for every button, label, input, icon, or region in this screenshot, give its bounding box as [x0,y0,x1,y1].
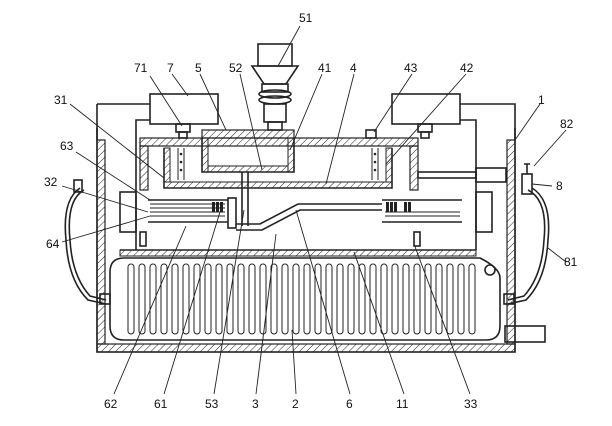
label-6: 6 [346,397,353,411]
fin [149,263,157,335]
label-4: 4 [350,61,357,75]
fin [336,263,344,335]
fin [127,263,135,335]
part-labels: 51 71 7 5 52 41 4 43 42 31 1 82 63 8 32 … [44,11,578,411]
fin [182,263,190,335]
label-61: 61 [154,397,168,411]
label-32: 32 [44,175,58,189]
label-82: 82 [560,117,574,131]
fin [424,263,432,335]
label-31: 31 [54,93,68,107]
right-motor-block [391,93,461,139]
label-43: 43 [404,61,418,75]
fin [402,263,410,335]
rail-assembly [119,191,493,247]
hopper [201,129,295,173]
right-hose [503,163,550,305]
fin [204,263,212,335]
housing [96,103,546,353]
fin [435,263,443,335]
fin [171,263,179,335]
label-42: 42 [460,61,474,75]
label-64: 64 [46,237,60,251]
fin [248,263,256,335]
fin [259,263,267,335]
label-52: 52 [229,61,243,75]
fin [138,263,146,335]
label-7: 7 [167,61,174,75]
upper-chamber [139,137,419,191]
fin [380,263,388,335]
fin [270,263,278,335]
fin [468,263,476,335]
fin [358,263,366,335]
fin [457,263,465,335]
fin [237,263,245,335]
fin [215,263,223,335]
fin [325,263,333,335]
fin [292,263,300,335]
label-63: 63 [60,139,74,153]
leader-lines [61,25,567,395]
label-81: 81 [564,255,578,269]
label-5: 5 [195,61,202,75]
label-53: 53 [205,397,219,411]
label-1: 1 [538,93,545,107]
fin [446,263,454,335]
fin [193,263,201,335]
label-51: 51 [299,11,313,25]
label-33: 33 [464,397,478,411]
fin [391,263,399,335]
fin [303,263,311,335]
label-41: 41 [318,61,332,75]
fin [314,263,322,335]
fin [281,263,289,335]
label-71: 71 [134,61,148,75]
label-2: 2 [292,397,299,411]
fin-tank [109,257,501,341]
fin [369,263,377,335]
part-43-block [365,129,377,139]
center-shaft [227,172,249,229]
label-62: 62 [104,397,118,411]
label-3: 3 [252,397,259,411]
top-feeder [250,43,300,131]
left-motor-block [149,93,219,139]
label-8: 8 [556,179,563,193]
right-rod [417,167,507,183]
fin [226,263,234,335]
label-11: 11 [396,397,409,411]
fin [160,263,168,335]
fin [347,263,355,335]
fin [413,263,421,335]
